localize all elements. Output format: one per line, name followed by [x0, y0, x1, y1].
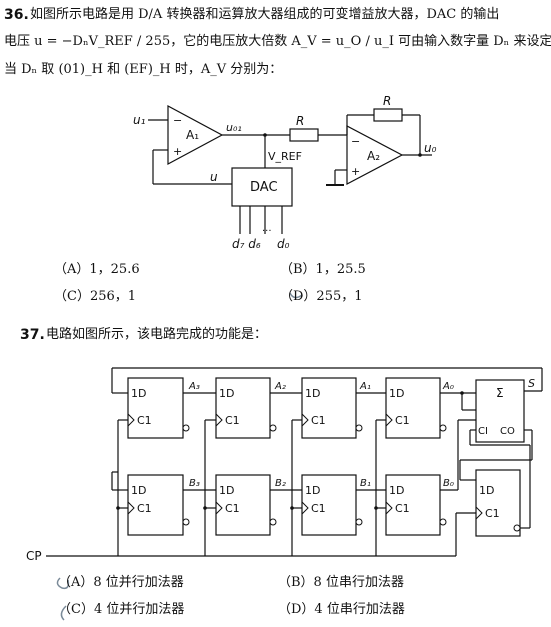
ff-top-4-c: C1	[395, 414, 410, 427]
q37-circuit-lines	[46, 367, 543, 557]
q37-option-a[interactable]: （A）8 位并行加法器	[58, 575, 184, 590]
carry-ff-box	[475, 469, 521, 537]
label-a0: A₀	[442, 381, 454, 392]
ff-bottom-3-d: 1D	[305, 484, 320, 497]
ff-top-1-d: 1D	[131, 387, 146, 400]
ff-top-3-d: 1D	[305, 387, 320, 400]
full-adder-box	[475, 379, 525, 443]
label-b0: B₀	[443, 478, 454, 489]
ff-bottom-1-c: C1	[137, 502, 152, 515]
q36-line2: 电压 u = −DₙV_REF / 255，它的电压放大倍数 A_V = u_O…	[4, 34, 551, 49]
label-uo: u₀	[424, 141, 437, 155]
label-a3: A₃	[188, 381, 200, 392]
resistor-feedback	[373, 108, 403, 122]
label-b1: B₁	[360, 478, 371, 489]
ff-bottom-4-d: 1D	[389, 484, 404, 497]
ff-bottom-4-c: C1	[395, 502, 410, 515]
q37-option-d[interactable]: （D）4 位串行加法器	[278, 602, 405, 617]
q36-option-c[interactable]: （C）256，1	[54, 289, 137, 304]
op-amp-a1	[167, 104, 224, 166]
ff-bottom-2-c: C1	[225, 502, 240, 515]
pencil-mark-36d	[289, 292, 303, 299]
q36-option-a[interactable]: （A）1，25.6	[54, 262, 140, 277]
ff-row-bottom	[127, 474, 447, 536]
q37-option-b[interactable]: （B）8 位串行加法器	[278, 575, 404, 590]
label-dac: DAC	[250, 180, 278, 195]
pencil-mark-37a	[56, 577, 70, 590]
label-u: u	[210, 170, 218, 184]
op-amp-a2	[346, 125, 404, 185]
label-r-feedback: R	[383, 94, 391, 108]
adder-ci: CI	[478, 426, 488, 437]
label-bus-dots: ···	[262, 226, 272, 237]
q36-line3: 当 Dₙ 取 (01)_H 和 (EF)_H 时，A_V 分别为：	[4, 62, 283, 77]
label-plus-a2: +	[351, 165, 360, 178]
resistor-series	[289, 128, 319, 142]
ff-top-4-d: 1D	[389, 387, 404, 400]
ff-bottom-2-d: 1D	[219, 484, 234, 497]
label-b2: B₂	[275, 478, 286, 489]
ff-top-2-c: C1	[225, 414, 240, 427]
label-s: S	[528, 377, 535, 390]
q37-text: 电路如图所示，该电路完成的功能是：	[46, 327, 268, 342]
ff-bottom-1-d: 1D	[131, 484, 146, 497]
q36-option-b[interactable]: （B）1，25.5	[280, 262, 366, 277]
label-b3: B₃	[189, 478, 200, 489]
label-vref: V_REF	[268, 150, 302, 163]
q36-line1: 如图所示电路是用 D/A 转换器和运算放大器组成的可变增益放大器，DAC 的输出	[30, 7, 500, 22]
label-a2: A₂	[274, 381, 286, 392]
label-minus-a2: −	[351, 135, 360, 148]
label-a1: A₁	[186, 128, 199, 142]
q37-number: 37.	[20, 327, 45, 343]
dac-box	[231, 167, 293, 207]
label-a1: A₁	[359, 381, 371, 392]
label-plus-a1: +	[173, 145, 182, 158]
label-r-series: R	[296, 114, 304, 128]
adder-sigma: Σ	[496, 386, 504, 400]
carry-ff-c: C1	[485, 507, 500, 520]
q36-number: 36.	[4, 7, 29, 23]
label-d0: d₀	[277, 237, 290, 251]
label-d7d6: d₇ d₆	[232, 237, 261, 251]
label-a2: A₂	[367, 149, 380, 163]
label-u1: u₁	[133, 113, 146, 127]
label-uo1: u₀₁	[226, 121, 242, 134]
carry-ff-d: 1D	[479, 484, 494, 497]
ff-top-2-d: 1D	[219, 387, 234, 400]
label-cp: CP	[26, 549, 42, 563]
q36-option-d[interactable]: （D）255，1	[280, 289, 363, 304]
ff-top-1-c: C1	[137, 414, 152, 427]
label-minus-a1: −	[173, 114, 182, 127]
ff-top-3-c: C1	[311, 414, 326, 427]
ff-bottom-3-c: C1	[311, 502, 326, 515]
pencil-mark-37c	[60, 605, 67, 621]
q37-option-c[interactable]: （C）4 位并行加法器	[58, 602, 185, 617]
ff-row-top	[127, 377, 447, 439]
adder-co: CO	[500, 426, 515, 437]
